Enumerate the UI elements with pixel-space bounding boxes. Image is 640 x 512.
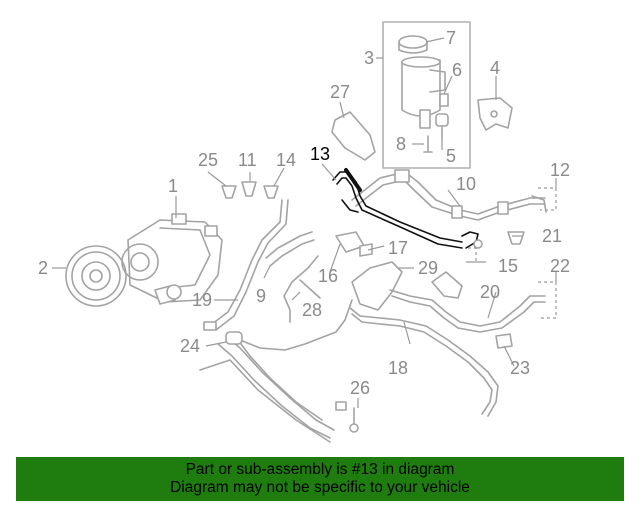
line-18-part[interactable] [349, 307, 499, 417]
info-banner: Part or sub-assembly is #13 in diagram D… [16, 457, 624, 501]
callout-24[interactable]: 24 [180, 336, 200, 356]
callout-11[interactable]: 11 [238, 150, 257, 170]
part-25[interactable] [221, 185, 237, 199]
fitting-15-part[interactable] [473, 239, 483, 249]
callout-6[interactable]: 6 [452, 60, 462, 80]
callout-16[interactable]: 16 [318, 266, 338, 286]
callout-5[interactable]: 5 [446, 146, 456, 166]
clip-17-part[interactable] [335, 231, 373, 257]
part-14[interactable] [263, 185, 279, 199]
callout-15[interactable]: 15 [498, 256, 518, 276]
reservoir-part-8[interactable] [423, 135, 433, 153]
line-20-part[interactable] [389, 271, 546, 333]
callout-3[interactable]: 3 [364, 48, 374, 68]
callout-18[interactable]: 18 [388, 358, 408, 378]
callout-29[interactable]: 29 [418, 258, 438, 278]
callout-21[interactable]: 21 [542, 226, 562, 246]
callout-22[interactable]: 22 [550, 256, 570, 276]
banner-line-2: Diagram may not be specific to your vehi… [170, 479, 470, 496]
callout-25[interactable]: 25 [198, 150, 218, 170]
callout-27[interactable]: 27 [330, 82, 350, 102]
leader-lines [52, 37, 557, 408]
callout-26[interactable]: 26 [350, 378, 370, 398]
hose-12-part[interactable] [531, 195, 547, 213]
banner-line-1: Part or sub-assembly is #13 in diagram [185, 461, 455, 478]
callout-12[interactable]: 12 [550, 160, 570, 180]
callout-28[interactable]: 28 [302, 300, 322, 320]
callout-9[interactable]: 9 [256, 286, 266, 306]
callout-8[interactable]: 8 [396, 134, 406, 154]
hose-19-part[interactable] [203, 199, 289, 331]
reservoir-bracket-outline [382, 21, 471, 169]
callout-20[interactable]: 20 [480, 282, 500, 302]
heat-shield-part[interactable] [331, 111, 376, 161]
parts-diagram: 1 2 3 4 5 6 7 8 9 10 11 12 13 14 15 16 1… [38, 21, 570, 443]
callout-14[interactable]: 14 [276, 150, 296, 170]
line-28-part[interactable] [283, 255, 321, 323]
power-steering-pump-part[interactable] [121, 213, 223, 305]
reservoir-part-5[interactable] [435, 113, 449, 141]
bracket-part-4[interactable] [477, 97, 513, 131]
hose-9-part[interactable] [265, 231, 315, 267]
callout-19[interactable]: 19 [192, 290, 212, 310]
callout-10[interactable]: 10 [456, 174, 476, 194]
callout-numbers: 1 2 3 4 5 6 7 8 9 10 11 12 13 14 15 16 1… [38, 28, 570, 398]
callout-1[interactable]: 1 [168, 176, 178, 196]
reservoir-part[interactable] [401, 56, 446, 129]
callout-7[interactable]: 7 [446, 28, 456, 48]
clamp-23-part[interactable] [495, 333, 513, 349]
callout-4[interactable]: 4 [490, 58, 500, 78]
pulley-part[interactable] [65, 245, 127, 307]
bolt-26-part[interactable] [335, 401, 359, 433]
cap-21-part[interactable] [507, 231, 525, 245]
callout-23[interactable]: 23 [510, 358, 530, 378]
heat-shield-29-part[interactable] [351, 261, 403, 311]
pressure-hose-10-part[interactable] [351, 169, 546, 221]
cooler-24-part[interactable] [199, 299, 353, 443]
reservoir-part-6[interactable] [439, 93, 449, 107]
callout-13[interactable]: 13 [310, 144, 330, 164]
part-11[interactable] [241, 181, 257, 197]
reservoir-cap-part[interactable] [398, 35, 428, 54]
callout-2[interactable]: 2 [38, 258, 48, 278]
callout-17[interactable]: 17 [388, 238, 408, 258]
return-line-13-part[interactable] [332, 168, 479, 249]
